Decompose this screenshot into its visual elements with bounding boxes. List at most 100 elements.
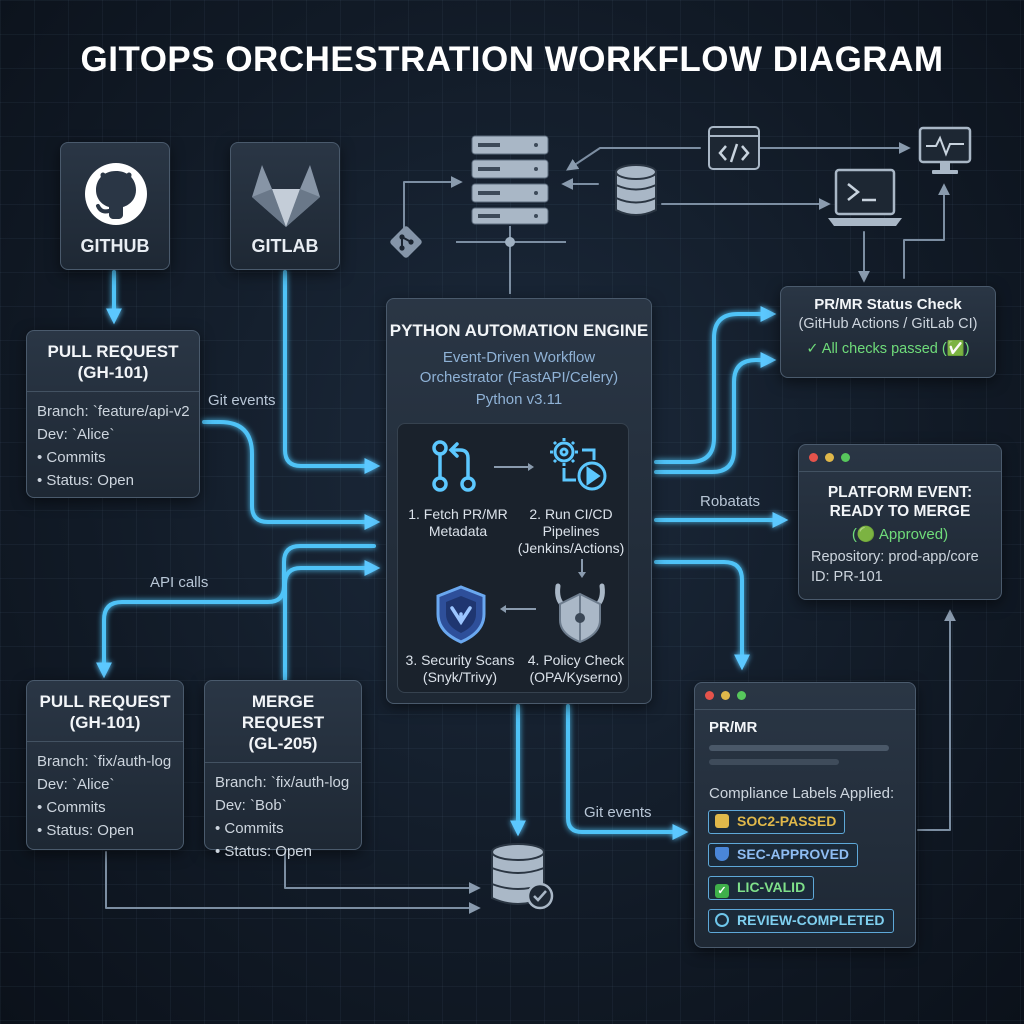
platform-event-title: PLATFORM EVENT: READY TO MERGE [827,484,973,520]
card-body: Branch: `fix/auth-log Dev: `Bob` • Commi… [205,763,361,871]
server-icon [470,134,550,231]
window-minimize-dot [721,691,730,700]
gitlab-label: GITLAB [251,236,319,256]
engine-version: Python v3.11 [475,391,563,408]
edge-status-to-monitor [903,183,950,279]
card-status: • Status: Open [37,472,134,489]
edge-label-robatats: Robatats [700,493,761,510]
policy-helmet-icon [555,583,605,644]
terminal-laptop-icon [826,168,904,233]
edge-engine-to-labels [566,704,689,840]
shield-icon [436,585,486,644]
status-check-card[interactable]: PR/MR Status Check (GitHub Actions / Git… [780,286,996,378]
code-window-icon [708,126,760,175]
card-dev: Dev: `Alice` [37,776,115,793]
card-body: Branch: `fix/auth-log Dev: `Alice` • Com… [27,742,183,850]
edge-pr-top-to-engine [202,420,381,530]
step-3-label: 3. Security Scans (Snyk/Trivy) [405,652,515,685]
card-id: (GH-101) [69,713,141,732]
edge-pr-bottom-to-db [105,851,481,914]
card-header: PULL REQUEST (GH-101) [27,681,183,742]
card-branch: Branch: `fix/auth-log [215,774,350,791]
edge-mr-bottom-to-db [284,851,481,894]
window-close-dot [705,691,714,700]
edge-prmr-to-platform [917,609,956,831]
database-check-icon [486,840,558,917]
edge-code-to-server [566,147,701,171]
engine-title: PYTHON AUTOMATION ENGINE [389,321,649,340]
card-dev: Dev: `Alice` [37,426,115,443]
status-check-subtitle: (GitHub Actions / GitLab CI) [798,316,978,332]
label-soc2-passed[interactable]: SOC2-PASSED [708,810,846,834]
edge-engine-to-status-2 [654,352,777,474]
git-branch-icon [386,222,426,267]
check-box-icon: ✓ [715,884,729,898]
compliance-heading: Compliance Labels Applied: [709,785,895,802]
edge-git-to-server [403,176,463,233]
merge-request-card-gl-205[interactable]: MERGE REQUEST (GL-205) Branch: `fix/auth… [204,680,362,860]
edge-gitlab-to-engine [283,270,381,474]
window-maximize-dot [841,453,850,462]
monitor-icon [918,126,972,181]
card-title: MERGE REQUEST [241,692,325,732]
step-arrow-4-to-3 [500,605,536,613]
step-arrow-2-to-4 [578,559,586,578]
platform-event-id: ID: PR-101 [811,569,883,585]
platform-event-repository: Repository: prod-app/core [811,549,979,565]
edge-engine-to-prmr [654,560,750,671]
card-branch: Branch: `feature/api-v2 [37,403,189,420]
github-source[interactable]: GITHUB [60,142,170,270]
edge-engine-to-status-1 [654,306,777,464]
window-minimize-dot [825,453,834,462]
card-id: (GL-205) [248,734,318,753]
status-check-result: ✓ All checks passed (✅) [806,341,970,357]
engine-steps-panel: 1. Fetch PR/MR Metadata 2. Run CI/CD Pip… [397,423,629,693]
refresh-icon [715,913,729,927]
card-commits: • Commits [37,799,106,816]
card-header: MERGE REQUEST (GL-205) [205,681,361,763]
diagram-title: GITOPS ORCHESTRATION WORKFLOW DIAGRAM [80,40,944,79]
gitlab-source[interactable]: GITLAB [230,142,340,270]
label-review-completed[interactable]: REVIEW-COMPLETED [708,909,894,933]
label-lic-valid[interactable]: ✓LIC-VALID [708,876,815,900]
label-sec-approved[interactable]: SEC-APPROVED [708,843,859,867]
card-body: Branch: `feature/api-v2 Dev: `Alice` • C… [27,392,199,500]
edge-label-git-events-bottom: Git events [584,804,652,821]
edge-label-git-events-top: Git events [208,392,276,409]
step-1-label: 1. Fetch PR/MR Metadata [408,506,508,539]
card-title: PULL REQUEST [39,692,171,711]
card-title: PULL REQUEST [47,342,179,361]
step-2-label: 2. Run CI/CD Pipelines (Jenkins/Actions) [517,506,625,556]
placeholder-bar [709,745,889,751]
card-status: • Status: Open [37,822,134,839]
github-label: GITHUB [80,236,150,256]
card-commits: • Commits [215,820,284,837]
card-commits: • Commits [37,449,106,466]
card-status: • Status: Open [215,843,312,860]
window-close-dot [809,453,818,462]
status-check-title: PR/MR Status Check [814,296,962,313]
edge-engine-to-pr-bottom [96,544,376,679]
pull-request-card-gh-101-top[interactable]: PULL REQUEST (GH-101) Branch: `feature/a… [26,330,200,498]
placeholder-bar [709,759,839,765]
github-icon [85,163,147,225]
pull-request-card-gh-101-bottom[interactable]: PULL REQUEST (GH-101) Branch: `fix/auth-… [26,680,184,850]
gitlab-icon [252,165,320,227]
card-dev: Dev: `Bob` [215,797,287,814]
python-automation-engine[interactable]: PYTHON AUTOMATION ENGINE Event-Driven Wo… [386,298,652,704]
step-arrow-1-to-2 [494,463,534,471]
card-branch: Branch: `fix/auth-log [37,753,172,770]
engine-subtitle-1: Event-Driven Workflow [442,349,596,366]
step-4-label: 4. Policy Check (OPA/Kyserno) [527,652,625,685]
card-header: PULL REQUEST (GH-101) [27,331,199,392]
engine-subtitle-2: Orchestrator (FastAPI/Celery) [419,369,619,386]
prmr-title: PR/MR [709,719,758,736]
lock-icon [715,814,729,828]
platform-event-approved: (🟢 Approved) [851,526,949,543]
git-pull-request-icon [432,440,476,492]
pipeline-gear-icon [550,438,607,491]
window-maximize-dot [737,691,746,700]
platform-event-card[interactable]: PLATFORM EVENT: READY TO MERGE (🟢 Approv… [798,444,1002,600]
edge-mr-to-engine [283,560,381,682]
